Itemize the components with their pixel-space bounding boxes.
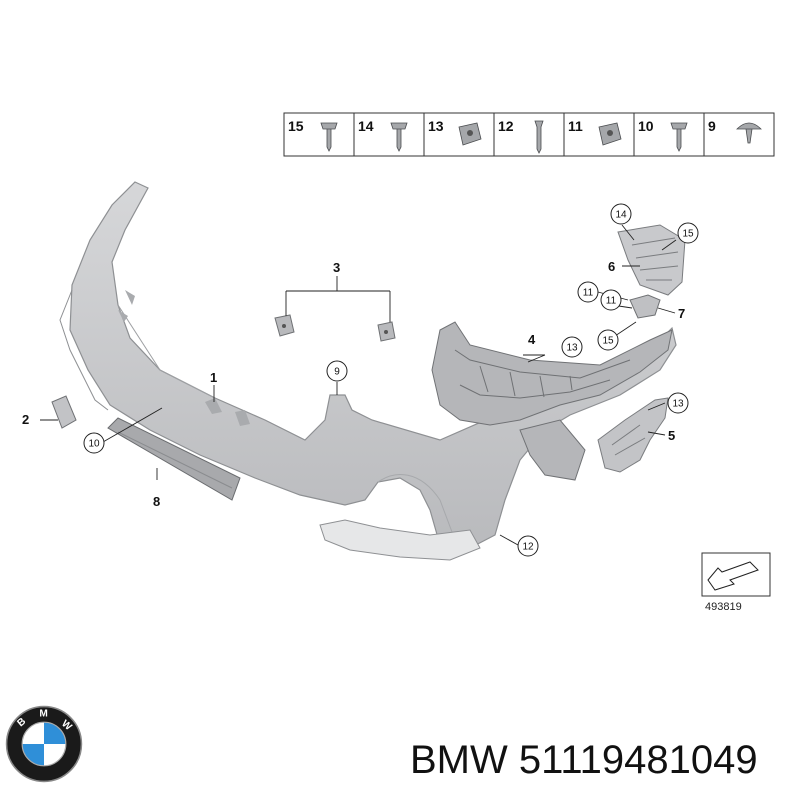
label-7: 7 — [678, 306, 685, 321]
strip-8 — [107, 417, 241, 501]
callout-number: 14 — [615, 210, 627, 221]
fastener-legend: 15 14 13 12 11 10 9 — [283, 112, 775, 157]
fastener-number: 12 — [498, 118, 514, 134]
clip-nut-hole — [467, 130, 473, 136]
callout-number: 13 — [672, 399, 684, 410]
pin-icon — [534, 120, 544, 154]
clip-nut-hole — [607, 130, 613, 136]
callout-circle — [577, 281, 599, 303]
reference-arrow-icon — [707, 561, 759, 591]
reference-number: 493819 — [705, 601, 742, 613]
diagram-reference: 493819 — [701, 552, 771, 613]
label-4: 4 — [528, 332, 536, 347]
label-2: 2 — [22, 412, 29, 427]
callout-number: 12 — [522, 542, 534, 553]
callout-number: 15 — [682, 229, 694, 240]
callout-circle — [597, 329, 619, 351]
bmw-logo: B M W — [5, 705, 83, 783]
callout-circle — [610, 203, 632, 225]
callout-number: 11 — [606, 296, 617, 307]
bumper-cover — [59, 181, 677, 561]
label-3: 3 — [333, 260, 340, 275]
screw-icon — [320, 122, 338, 152]
part-labels: 3 6 7 4 5 1 2 8 — [22, 259, 685, 509]
holder-7 — [629, 294, 661, 319]
callout-circle — [667, 392, 689, 414]
clip-nut-icon — [598, 122, 622, 146]
cover-2 — [51, 395, 77, 429]
callout-circle — [600, 289, 622, 311]
label-6: 6 — [608, 259, 615, 274]
screw-icon — [390, 122, 408, 152]
screw-icon — [670, 122, 688, 152]
label-8: 8 — [153, 494, 160, 509]
callout-circle — [561, 336, 583, 358]
clips-3 — [274, 314, 396, 342]
grille-carrier — [617, 224, 686, 296]
rivet-shape — [736, 122, 762, 144]
label-5: 5 — [668, 428, 675, 443]
fastener-number: 13 — [428, 118, 444, 134]
callout-number: 9 — [334, 367, 340, 378]
fastener-number: 9 — [708, 118, 716, 134]
callout-circle — [677, 222, 699, 244]
callout-number: 13 — [566, 343, 578, 354]
clip-nut-icon — [458, 122, 482, 146]
rivet-icon — [736, 122, 762, 144]
fastener-number: 11 — [568, 118, 583, 134]
callout-circle — [517, 535, 539, 557]
part-number-caption: BMW 51119481049 — [410, 738, 758, 782]
callout-number: 11 — [583, 288, 594, 299]
screw-shape — [320, 122, 338, 152]
impact-bar — [431, 321, 673, 481]
screw-shape — [670, 122, 688, 152]
pin-shape — [534, 120, 544, 154]
side-bracket — [597, 397, 669, 473]
fastener-number: 10 — [638, 118, 654, 134]
legend-frame — [283, 112, 775, 157]
callout-number: 10 — [88, 439, 100, 450]
callout-number: 15 — [602, 336, 614, 347]
fastener-number: 15 — [288, 118, 304, 134]
callout-circle — [83, 432, 105, 454]
callout-circle — [326, 360, 348, 382]
screw-shape — [390, 122, 408, 152]
bmw-logo-letter-m: M — [39, 709, 47, 720]
fastener-number: 14 — [358, 118, 374, 134]
label-1: 1 — [210, 370, 217, 385]
